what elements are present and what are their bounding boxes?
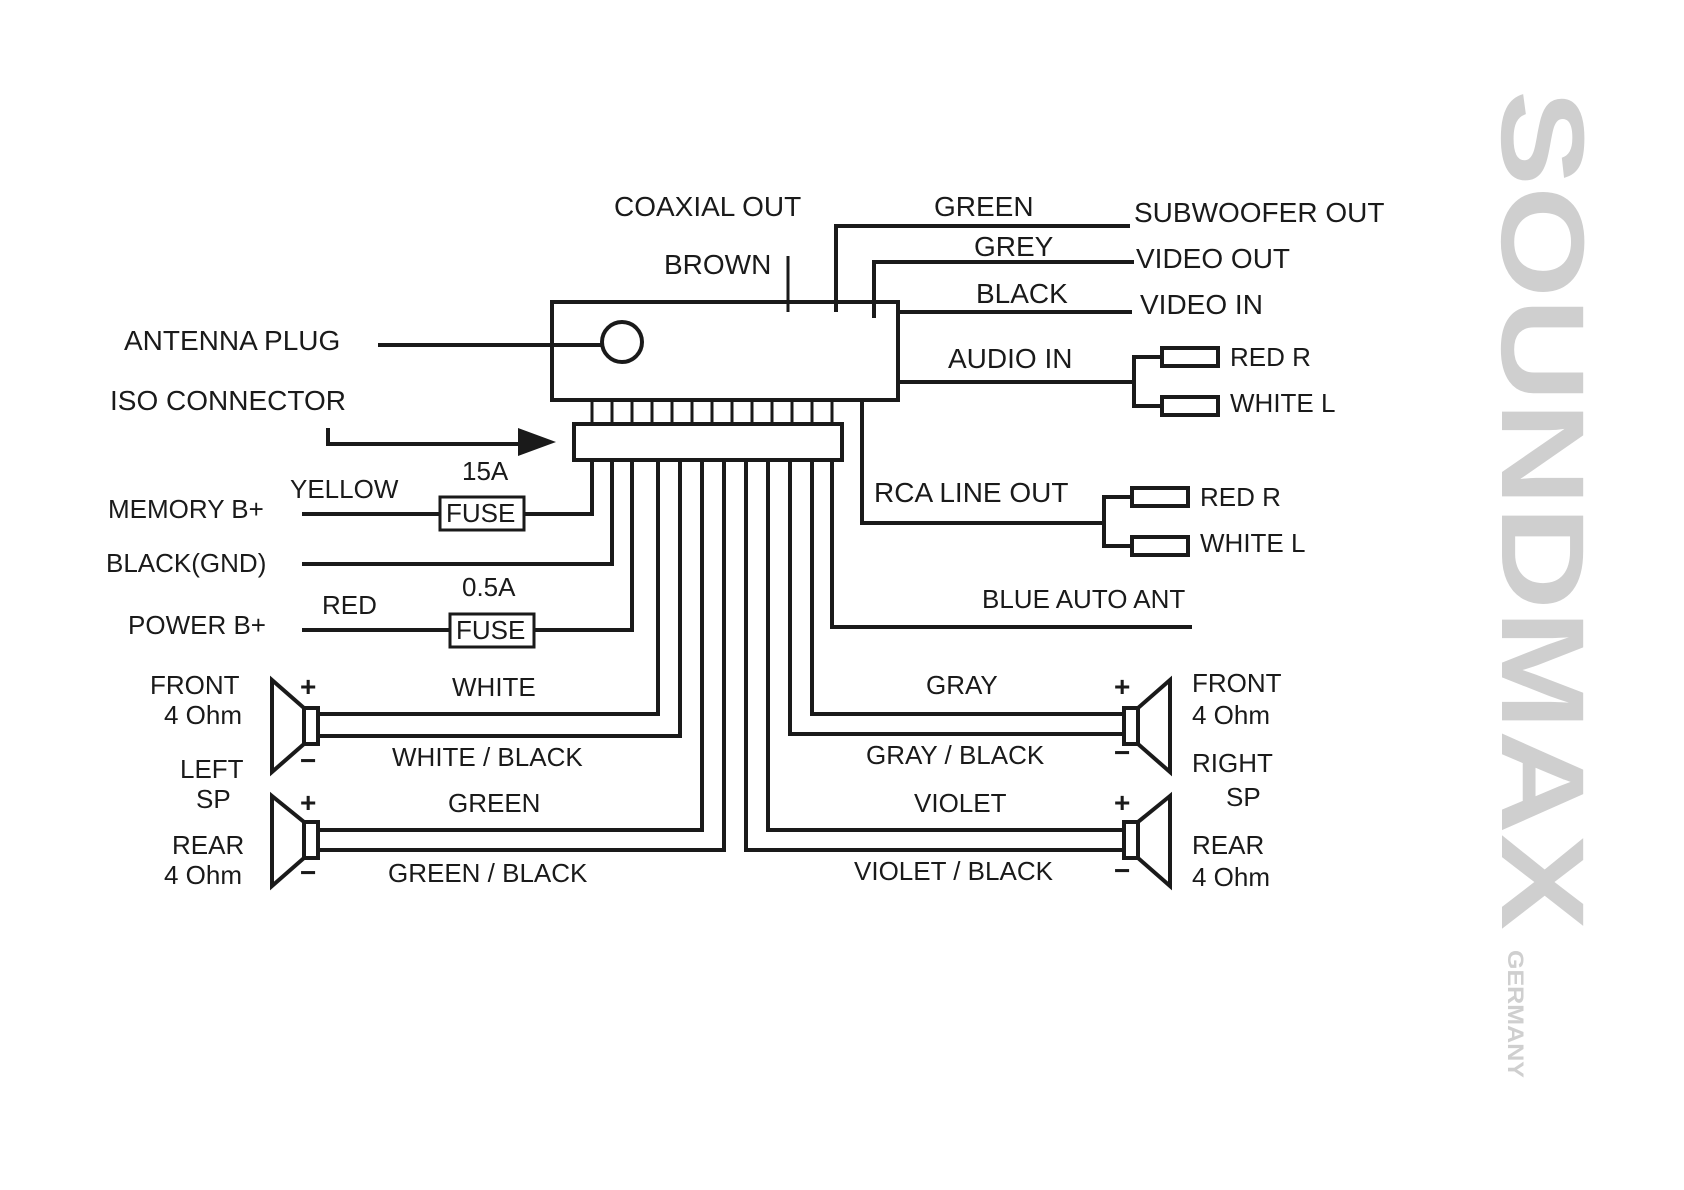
blue-auto-ant-label: BLUE AUTO ANT xyxy=(982,584,1185,614)
speaker-icon xyxy=(270,675,320,777)
audio-in-red-label: RED R xyxy=(1230,342,1311,372)
right-front-label: FRONT xyxy=(1192,668,1282,698)
minus-sign: − xyxy=(300,857,316,888)
iso-pins xyxy=(590,400,834,424)
yellow-label: YELLOW xyxy=(290,474,399,504)
coaxial-out-label: COAXIAL OUT xyxy=(614,191,801,222)
violet-black-wire-label: VIOLET / BLACK xyxy=(854,856,1054,886)
audio-in-split xyxy=(1132,355,1162,408)
right-front-ohm-label: 4 Ohm xyxy=(1192,700,1270,730)
power-b-wire xyxy=(302,460,634,632)
audio-in-white-plug xyxy=(1160,395,1220,417)
iso-connector-label: ISO CONNECTOR xyxy=(110,385,346,416)
power-b-label: POWER B+ xyxy=(128,610,266,640)
subwoofer-wire xyxy=(834,224,1130,312)
black-label: BLACK xyxy=(976,278,1068,309)
minus-sign: − xyxy=(1114,737,1130,768)
wire-green-black xyxy=(316,460,726,852)
antenna-plug-label: ANTENNA PLUG xyxy=(124,325,340,356)
fuse-05a-label: 0.5A xyxy=(462,572,516,602)
minus-sign: − xyxy=(1114,855,1130,886)
video-out-label: VIDEO OUT xyxy=(1136,243,1290,274)
wire-violet-black xyxy=(744,460,1124,852)
rca-line-out-label: RCA LINE OUT xyxy=(874,477,1068,508)
memory-b-wire xyxy=(302,460,594,516)
gray-black-wire-label: GRAY / BLACK xyxy=(866,740,1045,770)
brown-label: BROWN xyxy=(664,249,771,280)
brand-country: GERMANY xyxy=(1503,950,1528,1078)
green-label: GREEN xyxy=(934,191,1034,222)
wire-gray-black xyxy=(788,460,1124,736)
speaker-icon xyxy=(1122,791,1172,891)
violet-wire-label: VIOLET xyxy=(914,788,1007,818)
left-front-ohm-label: 4 Ohm xyxy=(164,700,242,730)
white-wire-label: WHITE xyxy=(452,672,536,702)
plus-sign: + xyxy=(1114,671,1130,702)
green-black-wire-label: GREEN / BLACK xyxy=(388,858,588,888)
minus-sign: − xyxy=(300,745,316,776)
plus-sign: + xyxy=(300,787,316,818)
blue-auto-ant-wire xyxy=(830,460,1192,629)
green-wire-label: GREEN xyxy=(448,788,540,818)
right-sp-label: RIGHT xyxy=(1192,748,1273,778)
arrow-right-icon xyxy=(518,428,556,456)
antenna-socket-icon xyxy=(600,320,644,364)
wire-violet xyxy=(766,460,1124,832)
gray-wire-label: GRAY xyxy=(926,670,998,700)
speaker-icon xyxy=(1122,675,1172,777)
left-sp-label: LEFT xyxy=(180,754,244,784)
rca-red-plug xyxy=(1130,486,1190,508)
brand-name: SOUNDMAX xyxy=(1476,90,1608,930)
audio-in-white-label: WHITE L xyxy=(1230,388,1335,418)
video-in-label: VIDEO IN xyxy=(1140,289,1263,320)
fuse-label: FUSE xyxy=(446,498,515,528)
speaker-icon xyxy=(270,791,320,891)
wire-gray xyxy=(810,460,1124,716)
fuse-15a-label: 15A xyxy=(462,456,509,486)
left-rear-ohm-label: 4 Ohm xyxy=(164,860,242,890)
right-sp-label-2: SP xyxy=(1226,782,1261,812)
black-gnd-label: BLACK(GND) xyxy=(106,548,266,578)
rca-white-plug xyxy=(1130,535,1190,557)
left-front-label: FRONT xyxy=(150,670,240,700)
fuse-label: FUSE xyxy=(456,615,525,645)
wire-white xyxy=(316,460,660,716)
rca-red-label: RED R xyxy=(1200,482,1281,512)
subwoofer-out-label: SUBWOOFER OUT xyxy=(1134,197,1384,228)
rca-out-split xyxy=(1102,495,1132,548)
plus-sign: + xyxy=(1114,787,1130,818)
rca-out-wire xyxy=(860,402,1104,525)
audio-in-red-plug xyxy=(1160,346,1220,368)
plus-sign: + xyxy=(300,671,316,702)
video-out-wire xyxy=(872,260,1134,318)
wire-white-black xyxy=(316,460,682,738)
memory-b-label: MEMORY B+ xyxy=(108,494,264,524)
right-rear-ohm-label: 4 Ohm xyxy=(1192,862,1270,892)
ground-wire xyxy=(302,460,614,566)
rca-white-label: WHITE L xyxy=(1200,528,1305,558)
brand-subtitle: GERMANY xyxy=(1503,950,1528,1078)
fuse-15a xyxy=(438,495,526,532)
left-sp-label-2: SP xyxy=(196,784,231,814)
audio-in-label: AUDIO IN xyxy=(948,343,1072,374)
iso-arrow-line xyxy=(326,428,520,446)
iso-connector-block xyxy=(572,422,844,462)
white-black-wire-label: WHITE / BLACK xyxy=(392,742,583,772)
right-rear-label: REAR xyxy=(1192,830,1264,860)
red-label: RED xyxy=(322,590,377,620)
brand-logo: SOUNDMAX xyxy=(1476,90,1608,930)
wire-green xyxy=(316,460,704,832)
fuse-05a xyxy=(448,612,536,649)
left-rear-label: REAR xyxy=(172,830,244,860)
grey-label: GREY xyxy=(974,231,1054,262)
